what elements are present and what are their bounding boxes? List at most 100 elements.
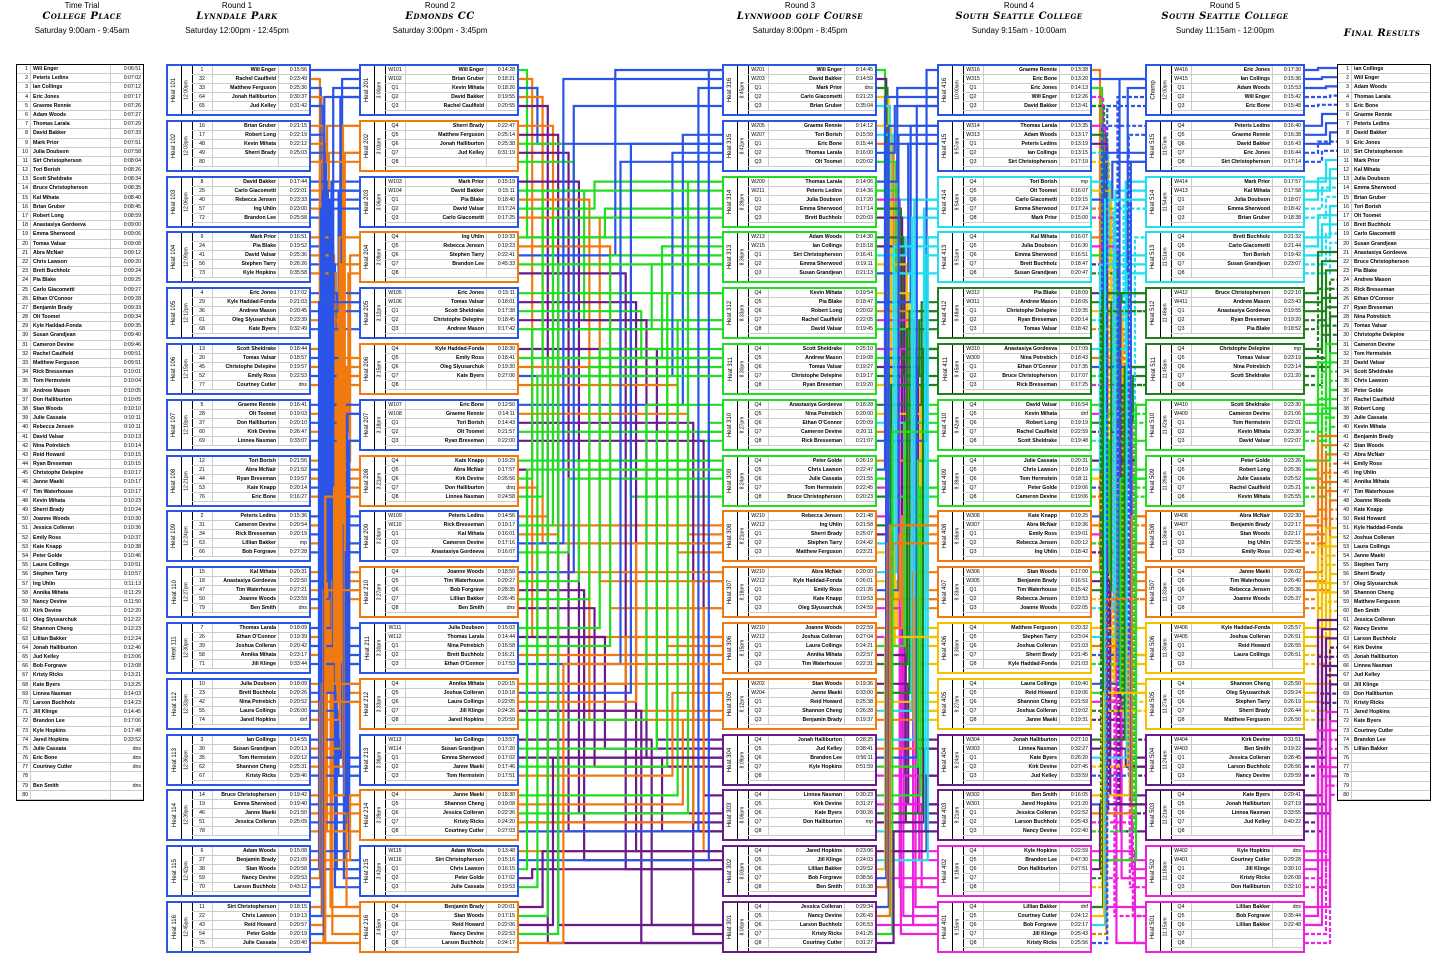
heat-label: Heat 312 (724, 289, 738, 338)
seed: Q4 (963, 233, 984, 242)
race-time: dns (1272, 847, 1303, 856)
rank: 10 (1338, 147, 1352, 156)
bracket-connector (519, 709, 722, 945)
seed: 43 (192, 921, 213, 929)
racer-name: Kyle Haddad-Fonda (793, 578, 842, 585)
racer-name: Rebecca Jensen (1016, 596, 1057, 603)
heat-label-text: Heat 503 (1150, 803, 1157, 828)
bracket-connector (1092, 133, 1145, 777)
racer-name: Stephen Tarry (1354, 562, 1389, 569)
rank: 56 (17, 570, 31, 579)
race-time: 0:26:02 (1272, 568, 1303, 577)
race-time: 0:47:30 (1059, 856, 1090, 865)
race-time: 0:20:27 (486, 577, 517, 586)
race-time: 0:14:44 (486, 633, 517, 641)
race-time: 0:13:17 (1059, 130, 1090, 139)
heat-start-text: 12:06pm (183, 191, 190, 212)
racer-name: Reid Howard (33, 451, 65, 458)
racer-name: Joshua Colleran (443, 689, 484, 696)
seed: Q3 (963, 548, 984, 557)
seed: W113 (385, 735, 406, 744)
racer-name: Pia Blake (252, 243, 276, 250)
seed: Q8 (963, 436, 984, 445)
race-time: 0:56:11 (844, 753, 875, 762)
seed: W204 (748, 688, 769, 697)
seed: Q5 (963, 856, 984, 865)
heat-label-text: Heat 215 (364, 859, 371, 884)
seed: W201 (748, 66, 769, 74)
seed: W108 (385, 409, 406, 418)
race-time: 0:25:52 (1272, 474, 1303, 483)
heat-start-text: 12:00pm (1162, 80, 1169, 100)
race-time: 0:19:08 (486, 800, 517, 809)
heat-row: Q8 (1171, 381, 1303, 390)
bracket-connector (1092, 104, 1145, 945)
racer-name: Laura Collings (805, 643, 842, 649)
racer-name: Graeme Rennie (1231, 131, 1270, 138)
race-time: 0:20:09 (844, 418, 875, 427)
racer-name: Andrew Mason (1354, 277, 1391, 284)
seed: W412 (1171, 289, 1192, 298)
heat-label: Heat 404 (939, 735, 953, 784)
seed: 44 (192, 474, 213, 483)
race-time: 0:15:56 (278, 66, 309, 74)
seed: W210 (748, 568, 769, 577)
seed: Q4 (385, 679, 406, 688)
racer-name: Robert Long (1026, 419, 1057, 426)
heat-label: Heat 505 (1147, 679, 1161, 728)
racer-name: Ing Uhlin (33, 580, 56, 587)
seed: Q8 (963, 660, 984, 668)
racer-name: Ing Uhlin (461, 234, 484, 241)
racer-name: Rick Bresseman (1354, 286, 1395, 293)
seed: Q1 (1171, 195, 1192, 204)
bracket-connector (1305, 655, 1337, 777)
seed: Q4 (748, 735, 769, 744)
race-time: 0:07:51 (110, 138, 143, 147)
race-time: 0:17:14 (844, 204, 875, 213)
rank: 45 (17, 469, 31, 478)
racer-name: Scott Sheldrake (1017, 437, 1057, 444)
race-time: 0:16:51 (1059, 251, 1090, 260)
seed: Q6 (1171, 697, 1192, 706)
race-time: 0:15:08 (278, 847, 309, 856)
racer-name: Bruce Christopherson (1002, 373, 1057, 379)
racer-name: Linnea Nasman (803, 792, 842, 799)
seed: Q7 (963, 204, 984, 213)
racer-name: Tim Waterhouse (443, 578, 484, 585)
heat-start-time: 11:24am (1160, 735, 1172, 784)
bracket-connector (311, 151, 359, 192)
racer-name: Kal Mihata (250, 569, 276, 576)
seed: W312 (963, 289, 984, 298)
racer-name: Emma Sherwood (233, 801, 276, 808)
racer-name: Jud Kelley (33, 654, 59, 660)
heat-label-text: Heat 105 (171, 301, 178, 326)
seed: Q7 (748, 930, 769, 938)
seed: Q2 (1171, 651, 1192, 659)
seed: W212 (748, 521, 769, 530)
heat-label: Heat 308 (724, 512, 738, 561)
seed: W104 (385, 186, 406, 195)
racer-name: Eric Jones (1243, 67, 1270, 73)
